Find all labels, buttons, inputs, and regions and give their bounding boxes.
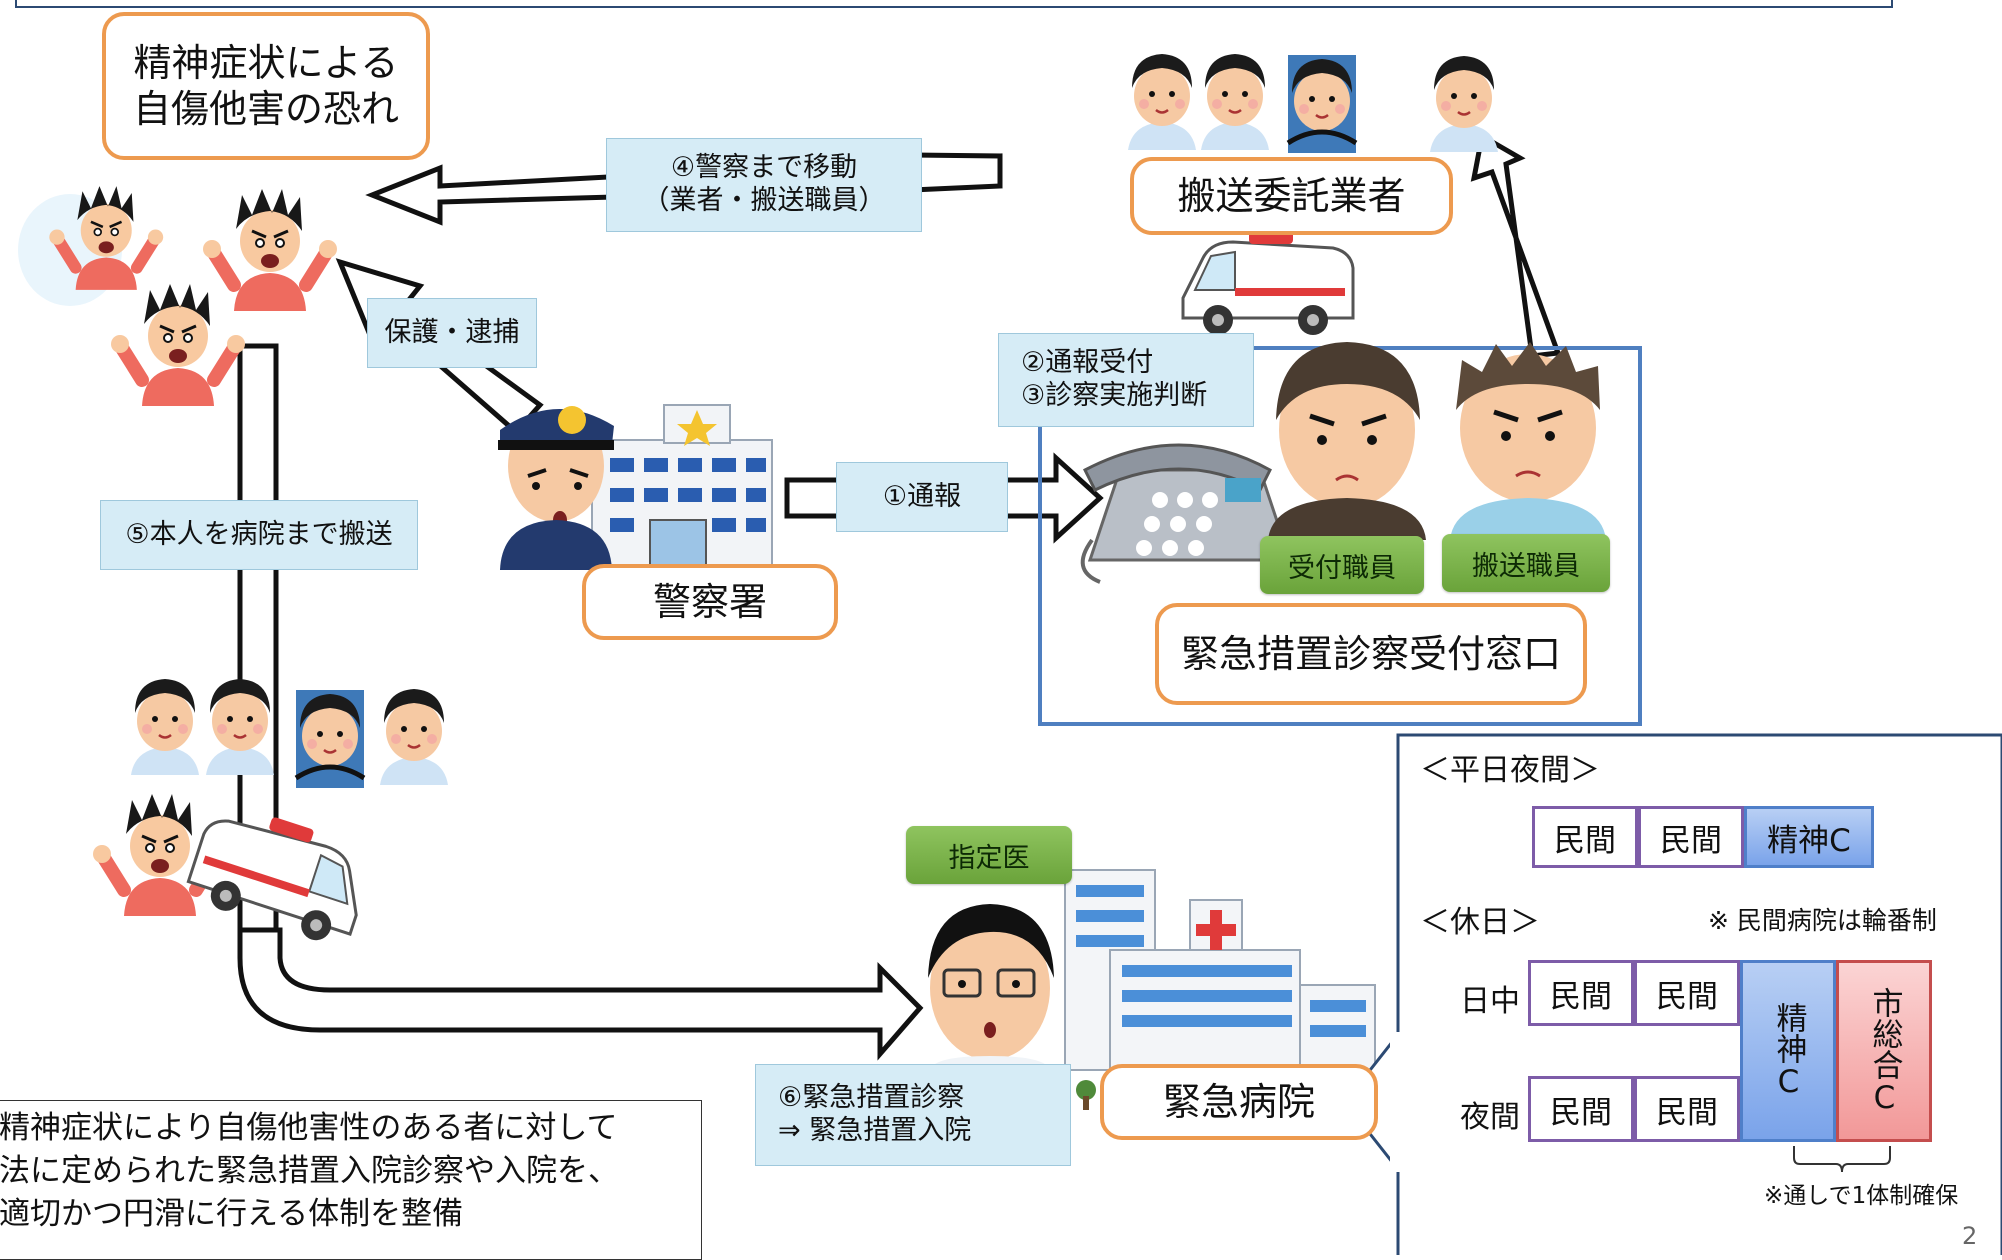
weekday-cell-private-1: 民間 [1532, 806, 1638, 868]
rotation-note: ※ 民間病院は輪番制 [1708, 906, 1937, 935]
step-protect: 保護・逮捕 [367, 298, 537, 368]
danger-box: 精神症状による 自傷他害の恐れ [102, 12, 430, 160]
summary-note: 精神症状により自傷他害性のある者に対して 法に定められた緊急措置入院診察や入院を… [0, 1100, 702, 1260]
transport-company-box: 搬送委託業者 [1130, 157, 1453, 235]
reception-illustration [1080, 342, 1606, 584]
holiday-city-general-label: 市総合C [1866, 986, 1903, 1116]
schedule-brace [1793, 1146, 1891, 1173]
holiday-city-general: 市総合C [1836, 960, 1932, 1142]
ambulance-top [1181, 228, 1355, 337]
victims-illustration [18, 186, 337, 406]
step-carry-patient: ⑤本人を病院まで搬送 [100, 500, 418, 570]
police-station-box: 警察署 [582, 564, 838, 640]
tag-transport-staff: 搬送職員 [1442, 534, 1610, 592]
holiday-psych-center: 精神C [1740, 960, 1836, 1142]
weekday-heading: ＜平日夜間＞ [1420, 753, 1600, 788]
emergency-hospital-box: 緊急病院 [1100, 1064, 1378, 1140]
night-cell-private-2: 民間 [1634, 1076, 1740, 1142]
night-label: 夜間 [1460, 1100, 1520, 1135]
arrow-dispatch [1470, 132, 1562, 359]
top-frame [15, 0, 1893, 8]
tag-designated-doctor: 指定医 [906, 826, 1072, 884]
holiday-psych-center-label: 精神C [1770, 1002, 1807, 1100]
day-cell-private-2: 民間 [1634, 960, 1740, 1026]
hospital-illustration [928, 869, 1376, 1110]
weekday-cell-private-2: 民間 [1638, 806, 1744, 868]
holiday-heading: ＜休日＞ [1420, 905, 1540, 940]
step-report: ①通報 [836, 462, 1008, 532]
page-number: 2 [1962, 1222, 1978, 1250]
day-label: 日中 [1460, 984, 1520, 1019]
police-illustration [498, 404, 773, 571]
step-report-receive: ②通報受付 ③診察実施判断 [998, 333, 1254, 427]
tag-reception-staff: 受付職員 [1260, 536, 1424, 594]
night-cell-private-1: 民間 [1528, 1076, 1634, 1142]
arrow-carry-hospital [237, 927, 924, 1061]
ambulance-bottom [181, 796, 379, 952]
step-move-to-police: ④警察まで移動 （業者・搬送職員） [606, 138, 922, 232]
weekday-cell-psych: 精神C [1744, 806, 1874, 868]
day-cell-private-1: 民間 [1528, 960, 1634, 1026]
emergency-window-box: 緊急措置診察受付窓口 [1155, 603, 1587, 705]
step-exam: ⑥緊急措置診察 ⇒ 緊急措置入院 [755, 1064, 1071, 1166]
schedule-footer-note: ※通しで1体制確保 [1764, 1183, 1959, 1209]
